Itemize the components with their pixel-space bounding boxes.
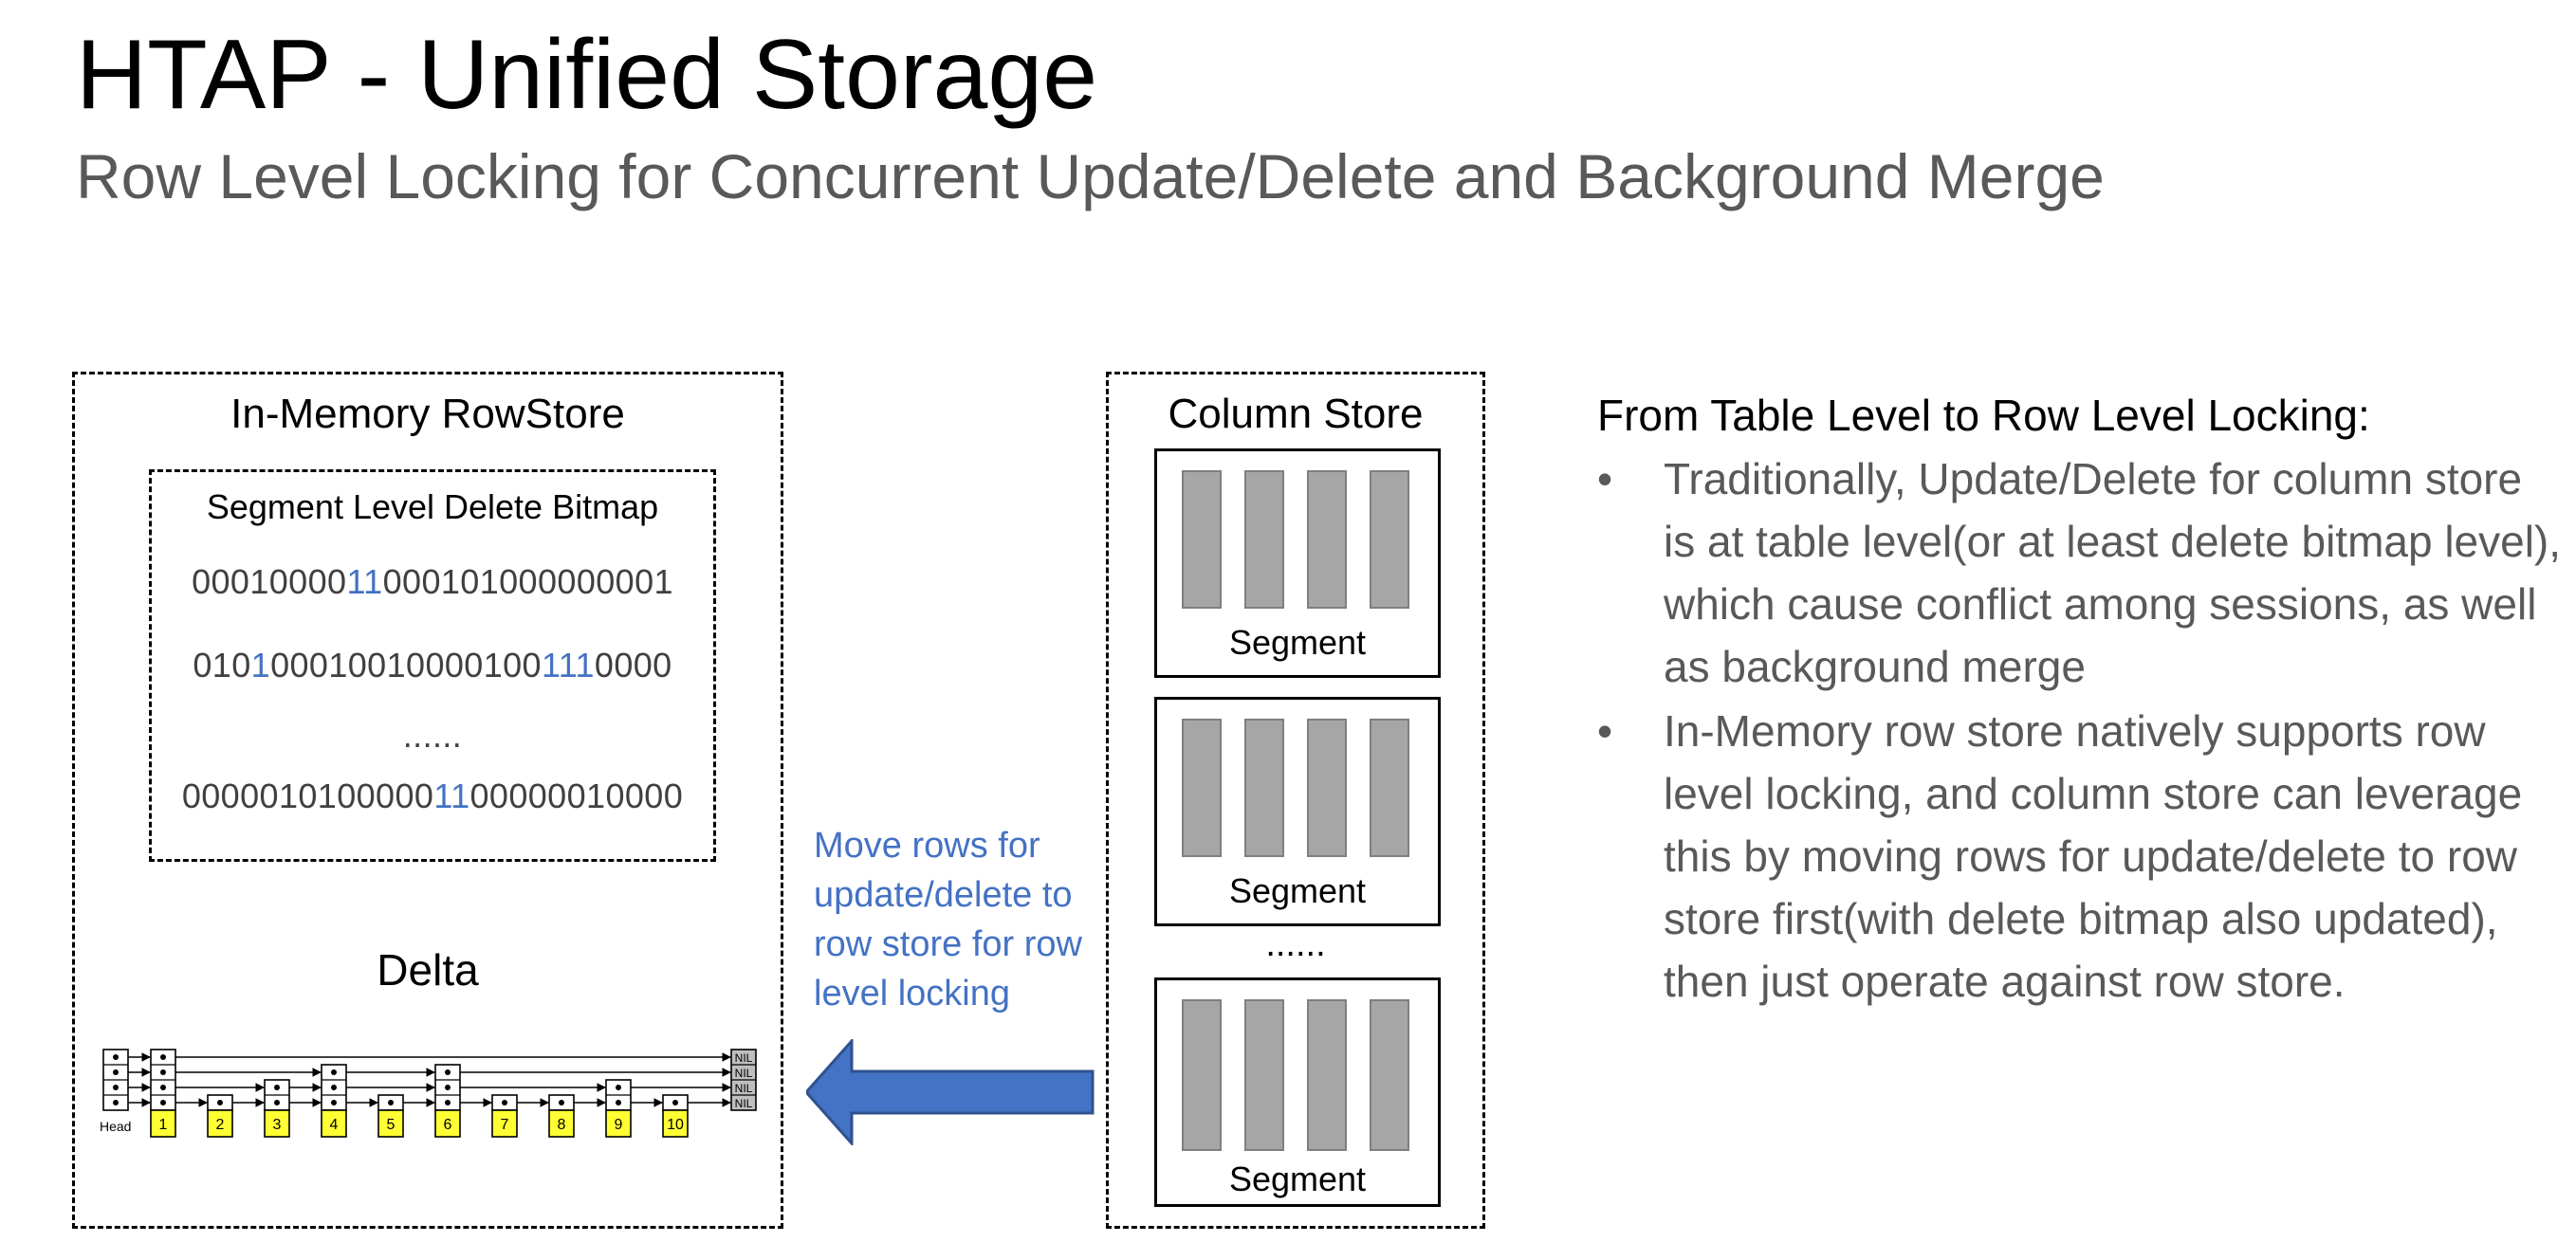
bits: 0000	[594, 646, 672, 685]
node-key-box	[434, 1109, 461, 1138]
delete-bitmap-box: Segment Level Delete Bitmap 000100001100…	[149, 469, 716, 862]
move-rows-note: Move rows for update/delete to row store…	[814, 826, 1082, 1014]
page-title: HTAP - Unified Storage	[76, 20, 1098, 130]
delta-skiplist: Head 1 2 3 4 5 6 7 8 9 10 NIL NIL NIL NIL	[100, 1049, 757, 1138]
bits: 00010010000100	[270, 646, 542, 685]
page-subtitle: Row Level Locking for Concurrent Update/…	[76, 141, 2105, 211]
bits: 0000010100000	[181, 776, 434, 815]
segment-ellipsis: ......	[1265, 924, 1326, 964]
head-label: Head	[100, 1119, 131, 1134]
highlighted-bits: 11	[346, 562, 383, 601]
highlighted-bits: 111	[541, 646, 595, 685]
notes-bullet: • Traditionally, Update/Delete for colum…	[1597, 447, 2565, 698]
pointer-dot	[616, 1100, 621, 1105]
node-key-label: 4	[330, 1117, 339, 1133]
pointer-dot	[160, 1054, 166, 1060]
move-rows-arrow-icon	[806, 1039, 1095, 1145]
column-segment: Segment	[1154, 697, 1441, 926]
pointer-dot	[331, 1100, 337, 1105]
bits: 010	[193, 646, 251, 685]
pointer-dot	[113, 1100, 119, 1105]
pointer-dot	[113, 1085, 119, 1090]
pointer-dot	[672, 1100, 678, 1105]
pointer-dot	[616, 1085, 621, 1090]
highlighted-bits: 1	[250, 646, 271, 685]
bullet-text: Traditionally, Update/Delete for column …	[1664, 454, 2562, 691]
pointer-dot	[113, 1054, 119, 1060]
node-key-box	[207, 1109, 233, 1138]
nil-label: NIL	[735, 1067, 753, 1080]
pointer-dot	[274, 1085, 280, 1090]
column-segment: Segment	[1154, 448, 1441, 678]
delta-title: Delta	[377, 945, 479, 995]
pointer-dot	[331, 1085, 337, 1090]
bits: ......	[402, 716, 463, 755]
node-key-label: 7	[501, 1117, 509, 1133]
columnstore-title: Column Store	[1168, 391, 1424, 437]
node-key-box	[491, 1109, 518, 1138]
pointer-dot	[559, 1100, 564, 1105]
node-key-label: 10	[667, 1117, 684, 1133]
rowstore-panel: In-Memory RowStore Segment Level Delete …	[72, 372, 783, 1229]
pointer-dot	[160, 1100, 166, 1105]
column-segment: Segment	[1154, 977, 1441, 1207]
pointer-dot	[113, 1069, 119, 1075]
node-key-label: 1	[159, 1117, 168, 1133]
pointer-dot	[388, 1100, 394, 1105]
pointer-dot	[160, 1085, 166, 1090]
node-key-box	[264, 1109, 290, 1138]
pointer-dot	[274, 1100, 280, 1105]
bitmap-row: 0001000011000101000000001	[152, 561, 713, 603]
columnstore-panel: Column Store Segment Segment ...... Segm…	[1106, 372, 1485, 1229]
segment-label: Segment	[1228, 871, 1367, 910]
bitmap-row: 00000101000001100000010000	[152, 776, 713, 817]
pointer-dot	[217, 1100, 223, 1105]
rowstore-title: In-Memory RowStore	[230, 391, 625, 437]
bullet-glyph: •	[1597, 454, 1613, 503]
node-key-box	[662, 1109, 689, 1138]
bits: 000000001	[499, 562, 673, 601]
bits: 000101	[382, 562, 500, 601]
node-key-box	[605, 1109, 632, 1138]
node-key-label: 6	[444, 1117, 452, 1133]
segment-label: Segment	[1228, 623, 1367, 662]
delete-bitmap-title: Segment Level Delete Bitmap	[206, 487, 659, 526]
node-key-label: 8	[558, 1117, 566, 1133]
notes-title: From Table Level to Row Level Locking:	[1597, 391, 2370, 440]
node-key-label: 2	[216, 1117, 225, 1133]
bitmap-row: ......	[152, 715, 713, 757]
pointer-dot	[445, 1069, 451, 1075]
bullet-text: In-Memory row store natively supports ro…	[1664, 706, 2523, 1006]
node-key-box	[548, 1109, 575, 1138]
nil-label: NIL	[735, 1082, 753, 1095]
pointer-dot	[160, 1069, 166, 1075]
pointer-dot	[331, 1069, 337, 1075]
notes-bullet: • In-Memory row store natively supports …	[1597, 700, 2565, 1013]
node-key-box	[377, 1109, 404, 1138]
bits: 00010000	[192, 562, 347, 601]
nil-label: NIL	[735, 1097, 753, 1110]
node-key-label: 5	[387, 1117, 396, 1133]
pointer-dot	[502, 1100, 507, 1105]
nil-label: NIL	[735, 1051, 753, 1065]
node-key-label: 3	[273, 1117, 282, 1133]
segment-label: Segment	[1228, 1160, 1367, 1198]
bullet-glyph: •	[1597, 706, 1613, 756]
pointer-dot	[445, 1085, 451, 1090]
node-key-box	[321, 1109, 347, 1138]
node-key-box	[150, 1109, 176, 1138]
bits: 00000010000	[469, 776, 684, 815]
pointer-dot	[445, 1100, 451, 1105]
highlighted-bits: 11	[433, 776, 470, 815]
bitmap-row: 0101000100100001001110000	[152, 645, 713, 686]
node-key-label: 9	[615, 1117, 623, 1133]
